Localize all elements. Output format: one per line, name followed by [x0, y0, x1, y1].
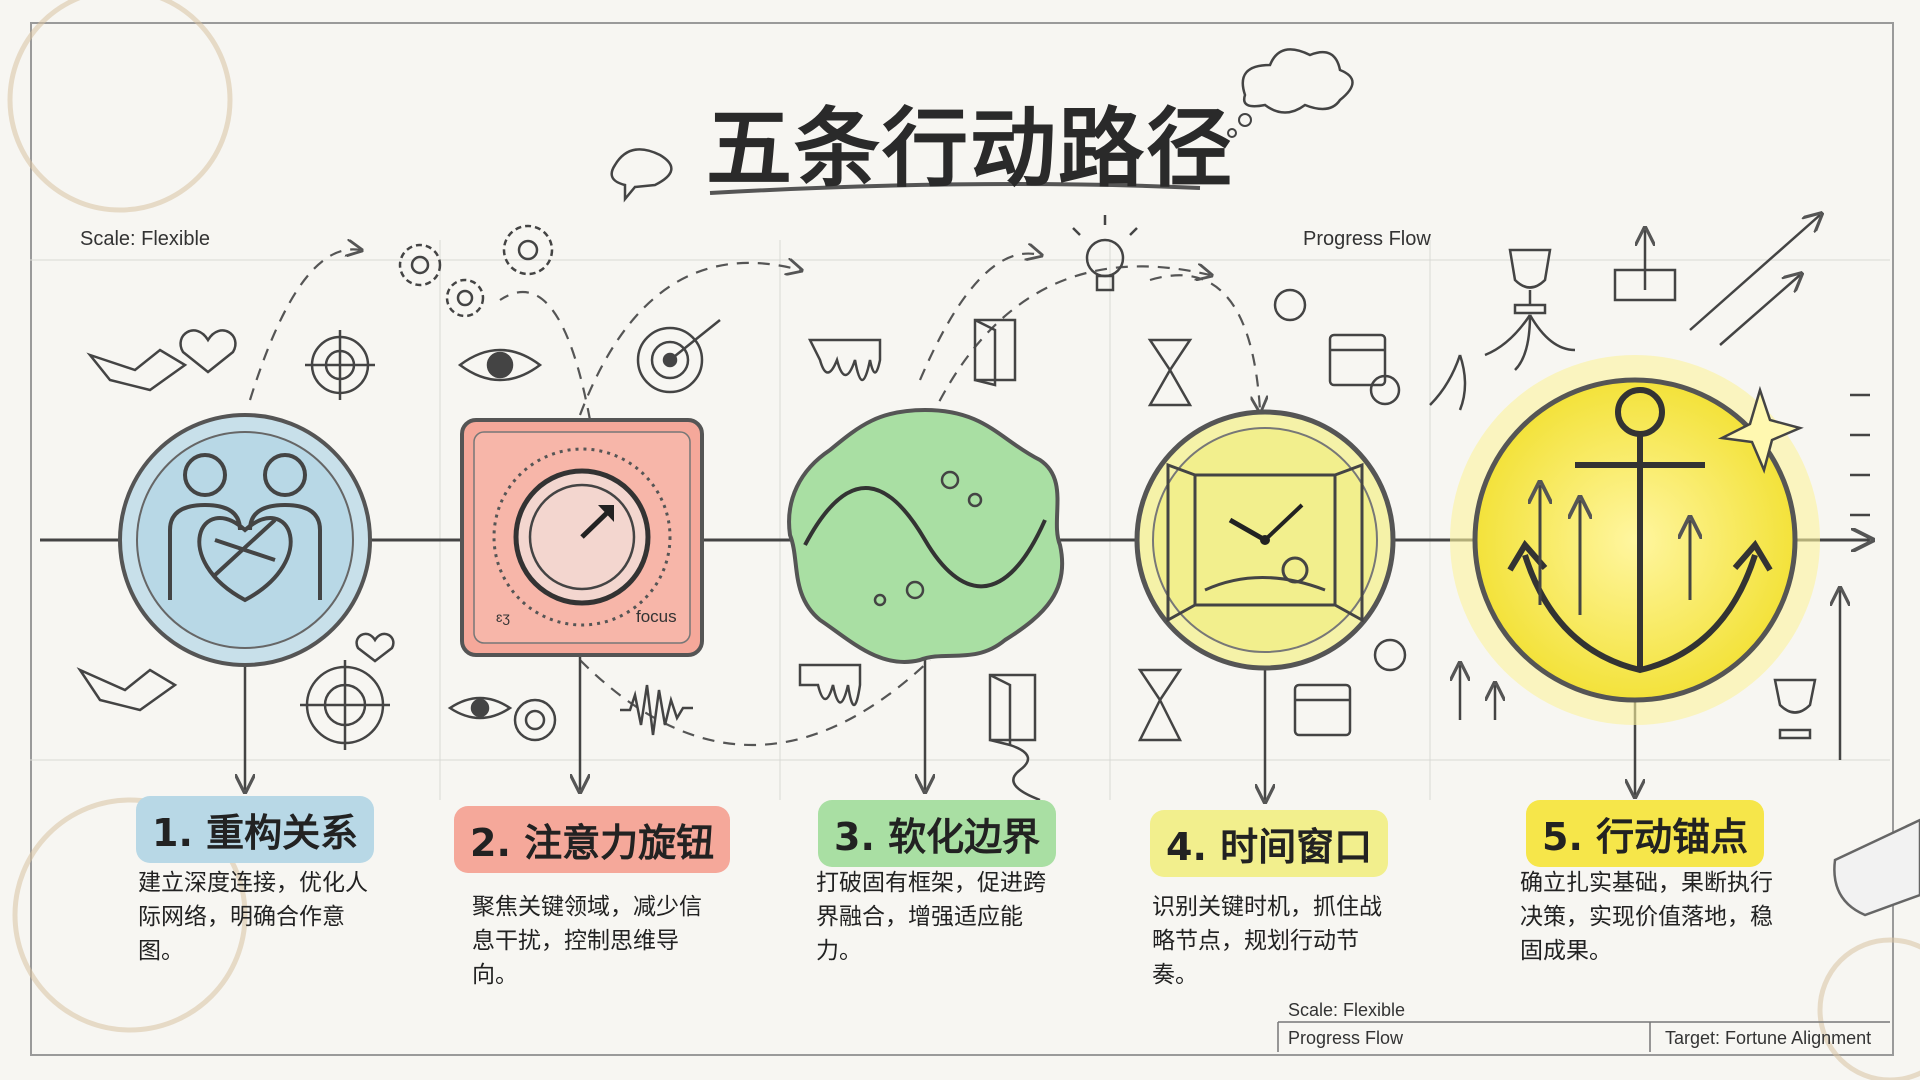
thought-cloud-icon: [1241, 48, 1354, 114]
legend-scale: Scale: Flexible: [1288, 1000, 1406, 1020]
page-frame: [30, 22, 1894, 1056]
legend-box: [1277, 1021, 1890, 1052]
eye-icon: [447, 348, 543, 720]
heart-knot-icon: [168, 453, 322, 603]
step-5-title: 5. 行动锚点: [1526, 800, 1765, 867]
wave-blob-icon: [787, 407, 1065, 664]
node-4-time: [1134, 409, 1396, 671]
node-5-anchor: [1450, 355, 1820, 725]
node-2-focus: ɛʒ focus: [460, 418, 704, 657]
door-icon: [973, 318, 1041, 802]
hourglass-icon: [1137, 338, 1193, 742]
step-1-title: 1. 重构关系: [136, 796, 375, 863]
legend-target: Target: Fortune Alignment: [1665, 1028, 1872, 1048]
handshake-icon: [76, 348, 188, 712]
sun-icon: [1273, 288, 1407, 672]
step-5-description: 确立扎实基础，果断执行决策，实现价值落地，稳固成果。: [1520, 870, 1773, 964]
pencil-icon: [1833, 818, 1920, 917]
progress-flow-label-top: Progress Flow: [1303, 228, 1431, 250]
step-2-title: 2. 注意力旋钮: [454, 806, 731, 873]
scale-ticks: [1850, 393, 1870, 517]
heart-icon: [179, 329, 395, 663]
sparkle-icon: [1717, 385, 1804, 474]
drop-arrows: [245, 650, 1635, 800]
step-2-description: 聚焦关键领域，减少信息干扰，控制思维导向。: [472, 894, 702, 988]
spider-web-icon: [300, 330, 390, 750]
scale-label-top: Scale: Flexible: [80, 228, 211, 250]
background-grid: [30, 240, 1890, 800]
sound-wave-icon: [620, 684, 693, 736]
step-3-title: 3. 软化边界: [818, 800, 1057, 867]
node-1-relationship: [118, 413, 372, 667]
dial-left-label: ɛʒ: [496, 609, 510, 625]
step-4-description: 识别关键时机，抓住战略节点，规划行动节奏。: [1152, 894, 1382, 988]
focus-dial-icon: [492, 447, 672, 627]
speech-bubble-icon: [610, 148, 673, 203]
node-3-soften: [787, 407, 1065, 664]
step-3-description: 打破固有框架，促进跨界融合，增强适应能力。: [816, 870, 1046, 964]
page-title: 五条行动路径: [706, 99, 1234, 199]
growth-arrows-icon: [1460, 215, 1840, 760]
step-1-description: 建立深度连接，优化人际网络，明确合作意图。: [138, 870, 368, 964]
clock-window-icon: [1166, 462, 1364, 623]
title-underline: [709, 182, 1201, 195]
dashed-flow-arcs: [248, 249, 1260, 747]
calendar-icon: [1293, 333, 1401, 737]
legend-progress: Progress Flow: [1288, 1028, 1404, 1048]
anchor-icon: [1507, 387, 1773, 674]
dial-right-label: focus: [636, 607, 677, 626]
step-4-title: 4. 时间窗口: [1150, 810, 1389, 877]
target-icon: [513, 319, 721, 742]
roots-icon: [1429, 314, 1576, 411]
trophy-icon: [1508, 248, 1817, 740]
melting-ice-icon: [798, 338, 882, 707]
lightbulb-icon: [1072, 215, 1138, 292]
coffee-stain-decor: [7, 0, 1920, 1080]
gear-icon: [398, 224, 554, 318]
